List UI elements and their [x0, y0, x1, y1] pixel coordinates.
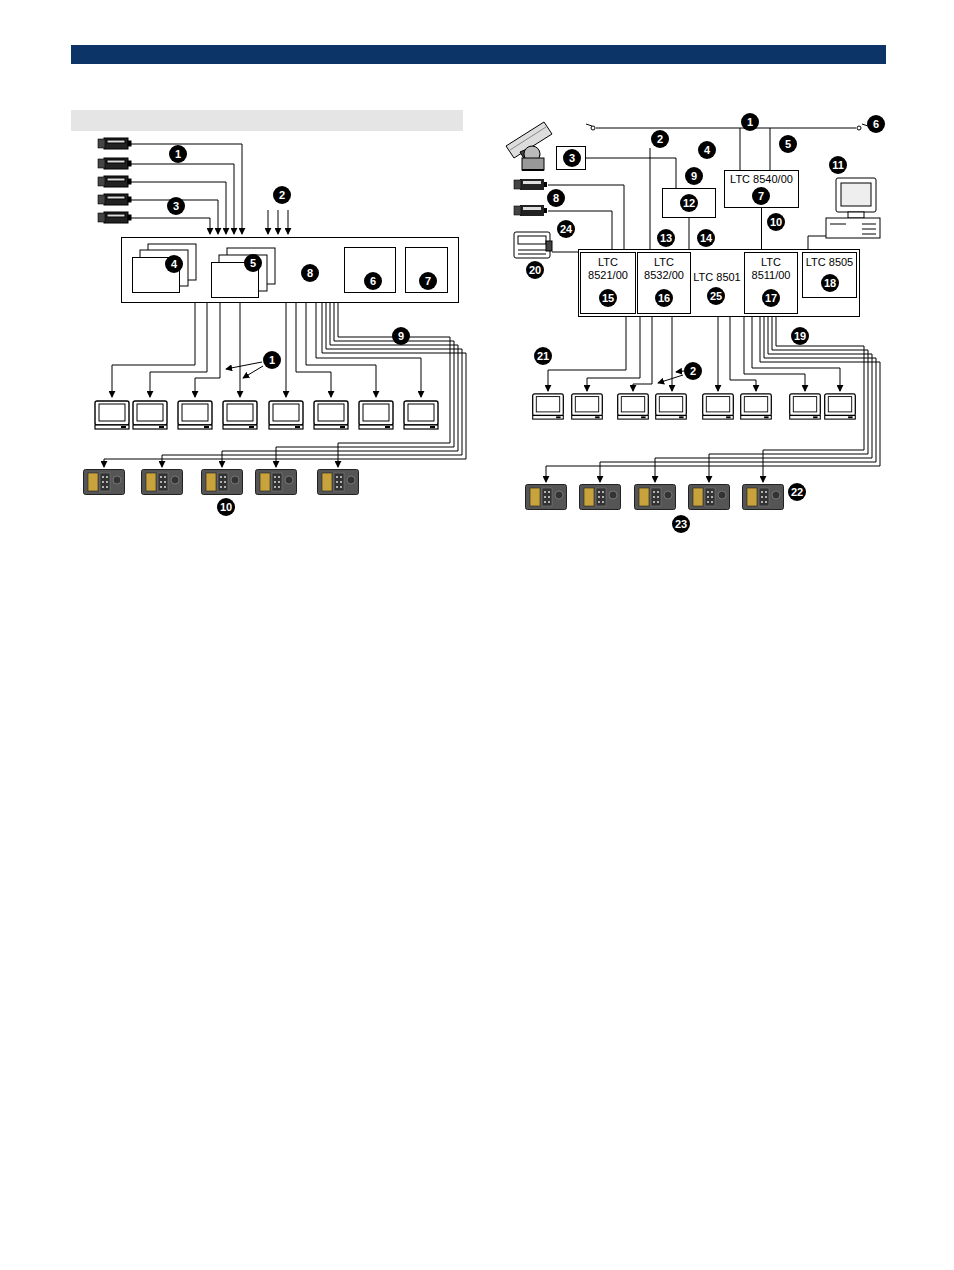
signal-cable [586, 158, 676, 188]
section-bar [71, 110, 463, 131]
callout-number: 5 [244, 254, 262, 272]
callout-number: 8 [301, 264, 319, 282]
callout-number: 1 [263, 351, 281, 369]
model-label: LTC 8532/00 [640, 256, 688, 282]
system-box: LTC 8540/007 [724, 170, 799, 208]
callout-number: 11 [829, 156, 847, 174]
signal-cable [761, 208, 762, 249]
callout-number: 1 [741, 113, 759, 131]
callout-number: 4 [698, 141, 716, 159]
callout-number: 6 [364, 272, 382, 290]
module-box: LTC 8521/00 15 [580, 252, 636, 314]
callout-number: 17 [762, 289, 780, 307]
callout-number: 7 [752, 187, 770, 205]
callout-number: 15 [599, 289, 617, 307]
callout-number: 3 [167, 197, 185, 215]
callout-number: 7 [419, 272, 437, 290]
callout-number: 24 [557, 220, 575, 238]
callout-number: 9 [685, 167, 703, 185]
model-label: LTC 8501 [693, 271, 741, 284]
callout-number: 22 [788, 483, 806, 501]
callout-number: 20 [526, 261, 544, 279]
callout-number: 1 [169, 145, 187, 163]
header-band [71, 45, 886, 64]
model-label: LTC 8505 [805, 256, 854, 269]
callout-number: 9 [392, 327, 410, 345]
callout-number: 14 [697, 229, 715, 247]
system-box: 3 [556, 146, 586, 170]
callout-number: 2 [651, 130, 669, 148]
module-box: 5 [211, 262, 259, 298]
callout-number: 3 [563, 149, 581, 167]
callout-number: 10 [767, 213, 785, 231]
module-box: 4 [132, 257, 180, 293]
system-box: 12 [662, 188, 716, 218]
callout-number: 18 [821, 274, 839, 292]
callout-number: 5 [779, 135, 797, 153]
model-label: LTC 8521/00 [583, 256, 633, 282]
model-label: LTC 8540/00 [727, 173, 796, 186]
module-box: 7 [405, 247, 448, 293]
callout-number: 21 [534, 347, 552, 365]
callout-number: 16 [655, 289, 673, 307]
callout-number: 6 [867, 115, 885, 133]
callout-number: 2 [684, 362, 702, 380]
callout-number: 19 [791, 327, 809, 345]
module-box: 6 [344, 247, 396, 293]
callout-number: 10 [217, 498, 235, 516]
module-box: LTC 8505 18 [802, 252, 857, 298]
system-box: 8 4 5 6 7 [121, 237, 459, 303]
module-box: LTC 8511/00 17 [744, 252, 798, 314]
callout-number: 4 [165, 255, 183, 273]
callout-number: 25 [707, 287, 725, 305]
callout-number: 23 [672, 515, 690, 533]
callout-number: 13 [657, 229, 675, 247]
system-box: LTC 850125LTC 8521/0015LTC 8532/0016LTC … [578, 249, 860, 317]
callout-number: 2 [273, 186, 291, 204]
module-box: LTC 8532/00 16 [637, 252, 691, 314]
signal-cable [689, 218, 690, 249]
callout-number: 8 [547, 189, 565, 207]
model-label: LTC 8511/00 [747, 256, 795, 282]
callout-number: 12 [680, 194, 698, 212]
